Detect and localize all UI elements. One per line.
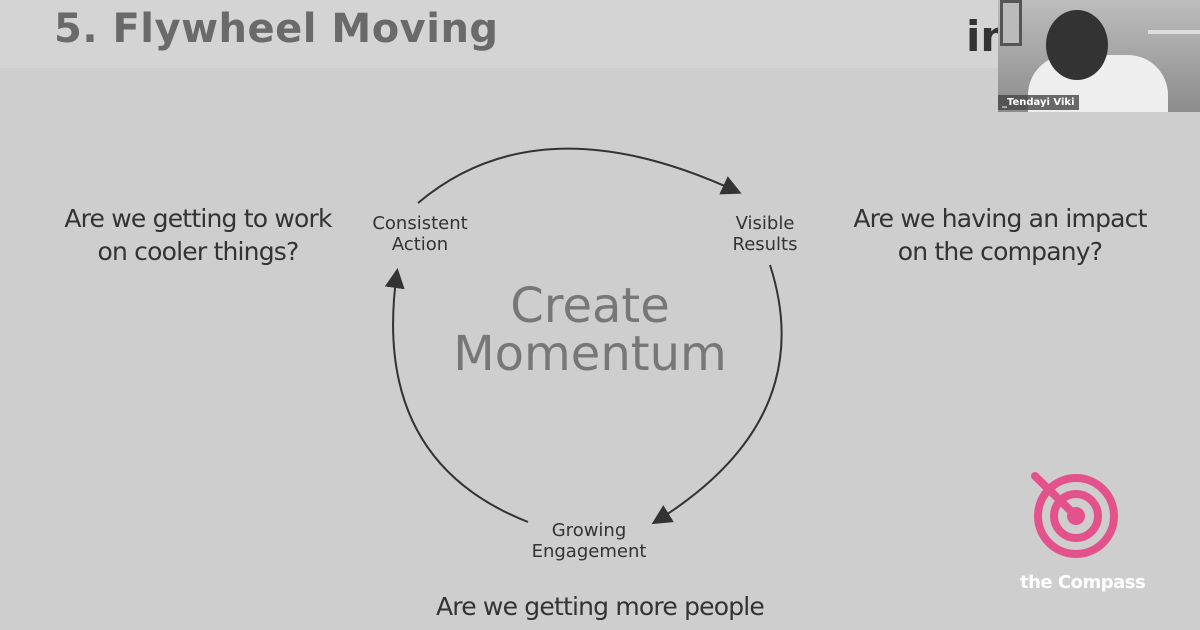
question-left: Are we getting to work on cooler things? [58, 202, 338, 268]
center-line: Momentum [453, 326, 727, 382]
center-heading: Create Momentum [430, 282, 750, 378]
node-growing-engagement: Growing Engagement [520, 520, 658, 562]
node-label: Growing [551, 520, 627, 541]
node-label: Consistent [372, 213, 468, 234]
arrow-engagement-to-action [384, 268, 529, 523]
node-label: Action [391, 234, 449, 255]
participant-head [1046, 10, 1108, 80]
wall-frame [1000, 0, 1022, 46]
arrow-results-to-engagement [651, 264, 783, 525]
arrow-action-to-results [417, 147, 742, 204]
participant-name: _Tendayi Viki [998, 95, 1079, 110]
question-line: Are we getting more people [435, 592, 765, 621]
node-visible-results: Visible Results [715, 213, 815, 255]
question-line: on cooler things? [97, 237, 300, 266]
question-bottom: Are we getting more people [420, 590, 780, 623]
question-line: Are we getting to work [64, 204, 332, 233]
question-right: Are we having an impact on the company? [850, 202, 1150, 268]
question-line: on the company? [897, 237, 1103, 266]
question-line: Are we having an impact [853, 204, 1147, 233]
target-logo-icon [1031, 472, 1118, 558]
node-label: Engagement [531, 541, 647, 562]
center-line: Create [510, 278, 670, 334]
node-label: Visible [735, 213, 795, 234]
logo-text: the Compass [1020, 572, 1146, 593]
shelf [1148, 30, 1200, 34]
slide-title: 5. Flywheel Moving [54, 6, 499, 52]
node-label: Results [732, 234, 798, 255]
video-thumbnail[interactable]: _Tendayi Viki [998, 0, 1200, 112]
node-consistent-action: Consistent Action [360, 213, 480, 255]
